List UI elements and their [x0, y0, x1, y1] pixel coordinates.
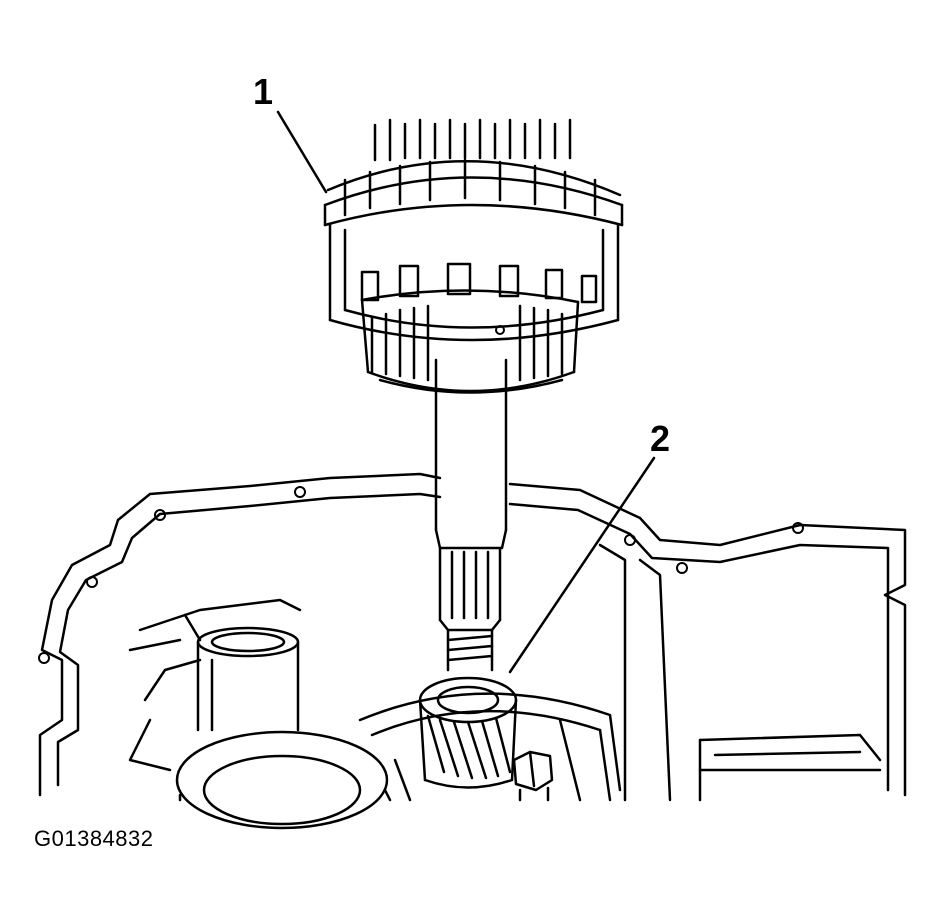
clutch-housing [325, 120, 622, 340]
helical-gear [420, 678, 516, 788]
callout-1: 1 [253, 71, 274, 112]
leader-lines [278, 112, 654, 672]
case-interior-left [130, 600, 300, 770]
flange-bolt-holes [39, 487, 803, 663]
case-interior-right [700, 735, 880, 800]
leader-line-2 [510, 458, 654, 672]
retaining-bolt [514, 752, 552, 800]
input-shaft [436, 360, 506, 670]
figure-id: G01384832 [34, 826, 154, 851]
callout-2: 2 [650, 418, 671, 459]
clutch-hub [362, 290, 578, 392]
bearing-cup [177, 732, 390, 828]
left-boss [198, 628, 298, 730]
leader-line-1 [278, 112, 326, 192]
